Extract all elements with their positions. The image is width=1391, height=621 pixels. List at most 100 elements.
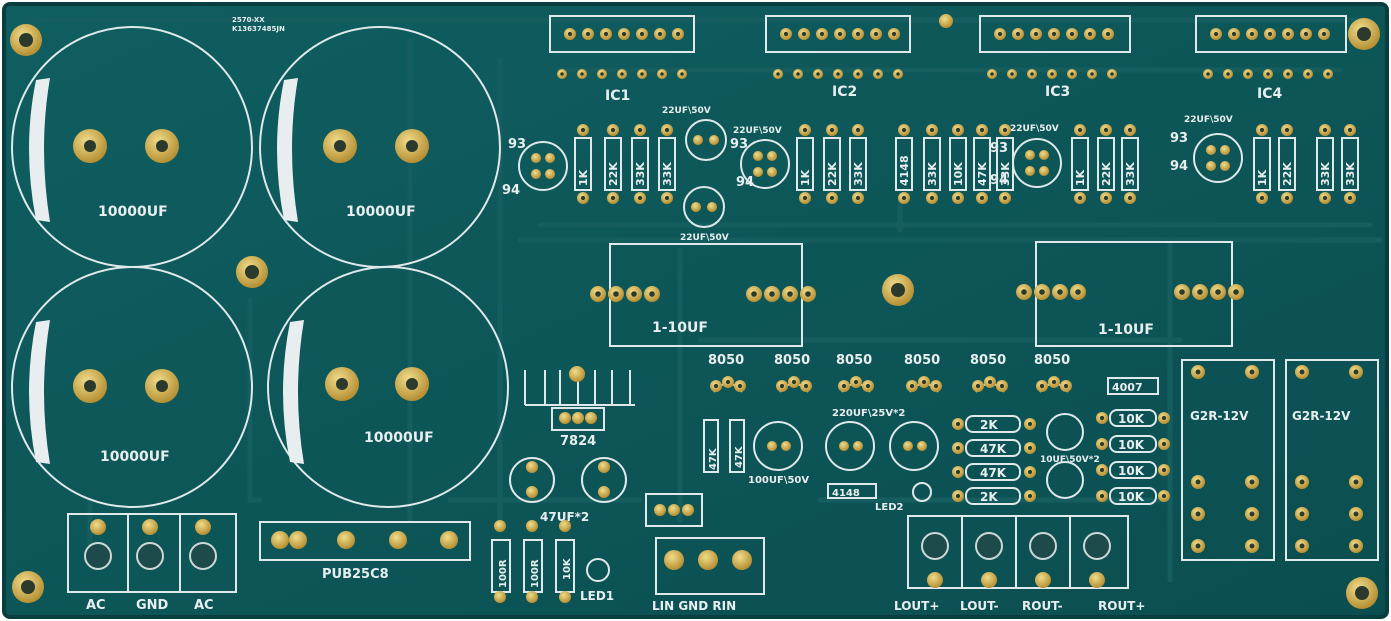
pad-hole: [779, 383, 785, 389]
pad-hole: [1197, 289, 1203, 295]
resistor-label: 10K: [1118, 438, 1145, 452]
resistor-outline: [996, 137, 1014, 191]
resistor-label: 22K: [826, 162, 839, 186]
mark-94-a: 94: [502, 183, 520, 198]
resistor-label: 2K: [980, 490, 998, 504]
pad-hole: [1284, 195, 1290, 201]
resistor-outline: [1109, 409, 1157, 427]
pad-hole: [791, 379, 797, 385]
big-cap-4: 10000UF: [267, 266, 509, 508]
pad-hole: [929, 195, 935, 201]
pad-hole: [796, 72, 800, 76]
pad-hole: [1039, 289, 1045, 295]
pad-hole: [1050, 72, 1054, 76]
pad-hole: [865, 383, 871, 389]
pad-hole: [657, 31, 663, 37]
resistor-label: 22K: [607, 162, 620, 186]
input-terminal: LIN GND RIN: [645, 493, 765, 613]
big-cap-label-3: 10000UF: [100, 449, 170, 465]
pad-hole: [613, 291, 619, 297]
pad-hole: [896, 72, 900, 76]
pad-hole: [1002, 127, 1008, 133]
pad-hole: [1226, 72, 1230, 76]
resistor-label: 47K: [976, 162, 989, 186]
resistor-outline: [1071, 137, 1089, 191]
pad-hole: [610, 195, 616, 201]
resistor-outline: [923, 137, 941, 191]
pad-hole: [1347, 195, 1353, 201]
resistor-outline: [796, 137, 814, 191]
pad-hole: [725, 379, 731, 385]
pad-hole: [1161, 441, 1167, 447]
pad-hole: [1087, 31, 1093, 37]
resistor-label: 10K: [1118, 490, 1145, 504]
power-terminal-block: AC GND AC: [67, 513, 237, 613]
output-terminal-block: LOUT+ LOUT- ROUT- ROUT+: [894, 515, 1145, 613]
resistor-outline: [1109, 435, 1157, 453]
res-47k-v2: 47K: [734, 445, 745, 468]
pad-hole: [801, 31, 807, 37]
pad-hole: [620, 72, 624, 76]
pad-hole: [567, 31, 573, 37]
terminal-ac-2: AC: [194, 598, 214, 613]
pad-hole: [1033, 31, 1039, 37]
pad-hole: [1249, 369, 1255, 375]
cap-10uf-label: 10UF\50V*2: [1040, 455, 1100, 465]
pad-hole: [664, 127, 670, 133]
pad-hole: [621, 31, 627, 37]
pad-hole: [1322, 195, 1328, 201]
bridge-rectifier: PUB25C8: [259, 521, 471, 582]
pad-hole: [987, 379, 993, 385]
mid-right-block: 220UF\25V*2 100UF\50V 4148 LED2 10UF\50V…: [748, 377, 1159, 513]
pad-hole: [1306, 72, 1310, 76]
ic-label-2: IC2: [832, 84, 857, 100]
resistor-outline: [604, 137, 622, 191]
pad-hole: [955, 493, 961, 499]
led1-label: LED1: [580, 589, 614, 603]
pad-hole: [1161, 415, 1167, 421]
pad-hole: [1286, 72, 1290, 76]
pad-hole: [660, 72, 664, 76]
cap-label-c: 22UF\50V: [733, 126, 782, 136]
pad-hole: [1246, 72, 1250, 76]
pad-hole: [1039, 383, 1045, 389]
resistor-label: 47K: [980, 442, 1007, 456]
mark-93-d: 93: [1170, 131, 1188, 146]
pad-hole: [664, 195, 670, 201]
resistor-outline: [965, 463, 1021, 481]
pad-hole: [580, 127, 586, 133]
pad-hole: [1299, 543, 1305, 549]
pad-hole: [1105, 31, 1111, 37]
pad-hole: [1195, 543, 1201, 549]
resistor-outline: [965, 415, 1021, 433]
big-capacitors: 10000UF 10000UF 10000UF 10000UF: [11, 26, 509, 508]
resistor-label: 10K: [1118, 464, 1145, 478]
pad-hole: [649, 291, 655, 297]
cap-label-b: 22UF\50V: [680, 233, 729, 243]
resistor-label: 33K: [1344, 162, 1357, 186]
pad-hole: [585, 31, 591, 37]
transistor-8050-label: 8050: [904, 353, 940, 368]
terminal-lout-minus: LOUT-: [960, 599, 999, 613]
resistor-label: 1K: [1074, 169, 1087, 186]
pad-hole: [1127, 195, 1133, 201]
pad-hole: [580, 195, 586, 201]
pad-hole: [1090, 72, 1094, 76]
terminal-ac-1: AC: [86, 598, 106, 613]
res-100r-1: 100R: [498, 559, 509, 588]
cap-label-d: 22UF\50V: [1010, 124, 1059, 134]
resistor-label: 33K: [999, 162, 1012, 186]
pad-hole: [1051, 31, 1057, 37]
terminal-lout-plus: LOUT+: [894, 599, 939, 613]
vert-47k: 47K 47K: [703, 419, 745, 473]
transistor-8050-label: 8050: [836, 353, 872, 368]
resistor-label: 1K: [799, 169, 812, 186]
pad-hole: [1353, 479, 1359, 485]
transistor-8050-label: 8050: [1034, 353, 1070, 368]
resistor-outline: [1109, 461, 1157, 479]
big-cap-label-4: 10000UF: [364, 430, 434, 446]
pad-hole: [1266, 72, 1270, 76]
cap-100uf-label: 100UF\50V: [748, 475, 809, 486]
